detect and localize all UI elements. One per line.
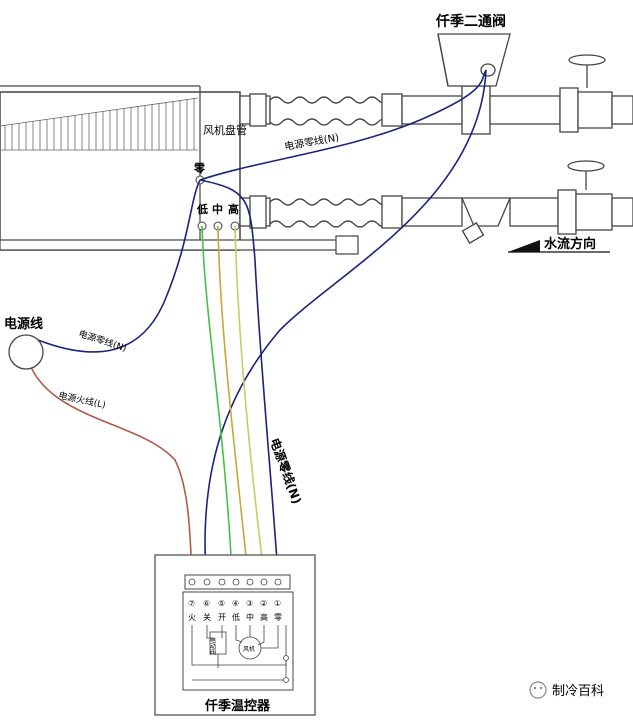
neutral-top-label: 电源零线(N)	[283, 131, 340, 153]
neutral-left-label: 电源零线(N)	[77, 327, 128, 354]
terminal-mid-label: 中	[212, 202, 223, 216]
low-wire	[201, 225, 233, 576]
terminal-number: ②	[260, 599, 267, 608]
two-way-valve-actuator	[437, 33, 511, 87]
terminal-number: ⑤	[218, 599, 225, 608]
watermark: 制冷百科	[529, 681, 604, 699]
power-line-label: 电源线	[4, 316, 43, 332]
terminal-number: ④	[232, 599, 239, 608]
coil-title: 风机盘管	[203, 123, 247, 137]
terminal-low-label: 低	[196, 202, 208, 216]
controller-title: 仟季温控器	[204, 698, 271, 714]
terminal-names: 火 关 开 低 中 高 零	[188, 612, 282, 622]
watermark-text: 制冷百科	[552, 684, 604, 699]
fan-box-label: 风机	[243, 645, 255, 653]
fan-coil-unit	[0, 85, 359, 255]
terminal-name: 低	[232, 612, 240, 622]
terminal-zero-label: 零	[193, 162, 206, 175]
terminal-number: ③	[246, 599, 253, 608]
terminal-high-label: 高	[228, 202, 239, 216]
watermark-icon	[529, 681, 547, 699]
valve-title: 仟季二通阀	[435, 13, 506, 30]
water-flow-label: 水流方向	[544, 236, 596, 252]
lower-pipe	[239, 160, 633, 244]
upper-pipe	[239, 54, 633, 135]
terminal-number: ⑥	[203, 599, 210, 608]
thermostat-controller	[154, 554, 316, 716]
high-wire	[234, 225, 265, 576]
neutral-wire-valve	[199, 69, 487, 181]
terminal-number: ⑦	[188, 599, 195, 608]
wires	[25, 69, 487, 576]
valve-wire-controller	[204, 69, 487, 576]
terminal-name: 火	[188, 613, 196, 622]
neutral-wire-controller	[199, 179, 279, 576]
live-wire	[25, 351, 193, 576]
terminal-name: 开	[218, 613, 226, 622]
neutral-wire-power	[37, 179, 201, 353]
coil-fins	[0, 97, 199, 151]
mid-wire	[217, 225, 249, 576]
terminal-name: 高	[260, 612, 268, 622]
water-flow-arrow	[508, 240, 540, 252]
power-source-circle	[8, 334, 44, 370]
terminal-number: ①	[274, 599, 281, 608]
terminal-name: 关	[203, 612, 211, 622]
terminal-name: 中	[246, 612, 254, 622]
terminal-name: 零	[274, 613, 282, 622]
terminal-numbers: ⑦ ⑥ ⑤ ④ ③ ② ①	[188, 599, 281, 608]
valve-box-label: 电动阀	[209, 636, 216, 656]
live-line-label: 电源火线(L)	[57, 389, 106, 411]
